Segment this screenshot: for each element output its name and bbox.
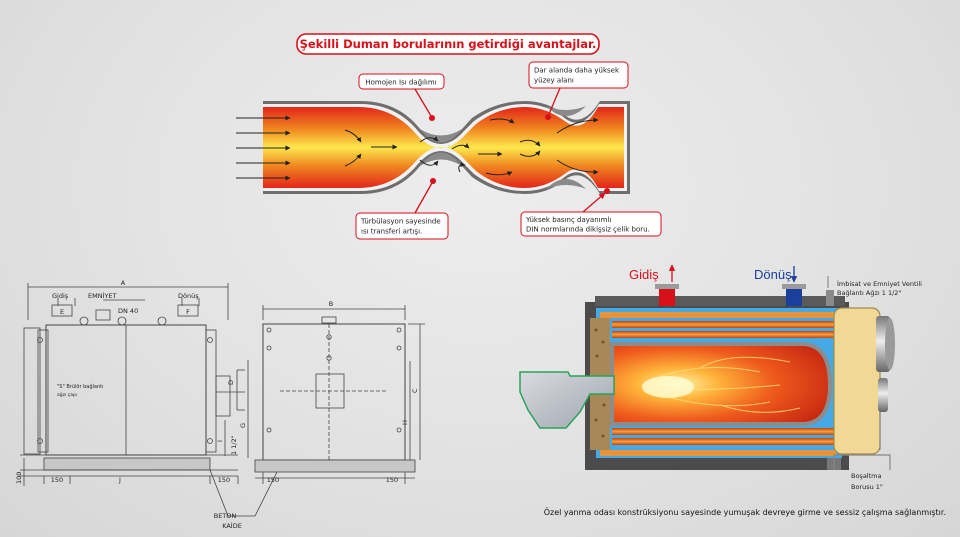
technical-drawing-side — [20, 283, 279, 517]
svg-text:150: 150 — [267, 476, 279, 484]
technical-drawing-front — [254, 305, 425, 484]
svg-text:BETON: BETON — [214, 512, 237, 520]
svg-text:H: H — [401, 420, 409, 425]
svg-text:Borusu 1": Borusu 1" — [851, 483, 883, 491]
page-title: Şekilli Duman borularının getirdiği avan… — [300, 37, 597, 51]
svg-text:150: 150 — [51, 476, 63, 484]
flow-arrows — [344, 117, 599, 177]
inlet-arrows — [236, 115, 291, 181]
svg-text:Gidiş: Gidiş — [629, 267, 659, 282]
callout-homojen: Homojen Isı dağılımı — [358, 73, 445, 121]
svg-text:EMNİYET: EMNİYET — [88, 291, 117, 300]
callout-turbulasyon: Türbülasyon sayesinde ısı transferi artı… — [355, 178, 449, 240]
svg-text:DN 40: DN 40 — [118, 307, 138, 315]
svg-text:150: 150 — [386, 476, 398, 484]
boiler-cutaway — [519, 264, 895, 470]
svg-text:1 1/2": 1 1/2" — [230, 435, 238, 455]
svg-text:DIN normlarında dikişsiz çelik: DIN normlarında dikişsiz çelik boru. — [526, 226, 650, 234]
callout-dar-alanda: Dar alanda daha yüksek yüzey alanı — [528, 61, 629, 120]
svg-text:Dönüş: Dönüş — [754, 267, 792, 282]
caption: Özel yanma odası konstrüksiyonu sayesind… — [544, 507, 946, 517]
svg-text:Homojen Isı dağılımı: Homojen Isı dağılımı — [365, 79, 436, 87]
svg-text:I: I — [216, 440, 224, 442]
svg-text:Bağlantı Ağzı 1 1/2": Bağlantı Ağzı 1 1/2" — [837, 289, 901, 297]
svg-text:Dönüş: Dönüş — [178, 292, 199, 300]
svg-text:100: 100 — [15, 472, 23, 484]
hot-gas — [263, 107, 624, 188]
svg-text:Gidiş: Gidiş — [52, 292, 69, 300]
svg-text:"S" Brülör bağlantı: "S" Brülör bağlantı — [57, 383, 104, 390]
svg-text:İmbisat ve Emniyet Ventili: İmbisat ve Emniyet Ventili — [837, 279, 922, 288]
svg-text:KAİDE: KAİDE — [222, 521, 242, 530]
svg-text:ağzı çapı: ağzı çapı — [57, 391, 77, 398]
callout-yuksek-basinc: Yüksek basınç dayanımlı DIN normlarında … — [520, 188, 662, 237]
svg-text:A: A — [121, 279, 126, 287]
svg-text:E: E — [60, 308, 64, 316]
svg-text:F: F — [186, 308, 190, 316]
svg-text:Yüksek basınç dayanımlı: Yüksek basınç dayanımlı — [525, 216, 611, 224]
svg-text:Türbülasyon sayesinde: Türbülasyon sayesinde — [360, 218, 441, 226]
boiler-labels: Gidiş Dönüş İmbisat ve Emniyet Ventili B… — [544, 267, 946, 517]
title-box: Şekilli Duman borularının getirdiği avan… — [296, 33, 600, 55]
svg-text:B: B — [329, 300, 333, 308]
svg-text:yüzey alanı: yüzey alanı — [534, 77, 574, 85]
svg-text:Dar alanda daha yüksek: Dar alanda daha yüksek — [534, 67, 620, 75]
flue-tube-diagram — [236, 101, 630, 194]
svg-text:ısı transferi artışı.: ısı transferi artışı. — [361, 228, 422, 236]
svg-text:D: D — [227, 380, 235, 385]
svg-text:J: J — [118, 476, 121, 484]
svg-text:150: 150 — [218, 476, 230, 484]
svg-text:G: G — [239, 423, 247, 428]
svg-text:C: C — [411, 388, 419, 393]
burner — [519, 371, 615, 429]
svg-text:Boşaltma: Boşaltma — [851, 472, 881, 480]
technical-drawing-labels: A Gidiş EMNİYET Dönüş E F DN 40 "S" Brül… — [15, 279, 247, 530]
technical-drawing-front-labels: B C H 150 150 — [267, 300, 419, 484]
